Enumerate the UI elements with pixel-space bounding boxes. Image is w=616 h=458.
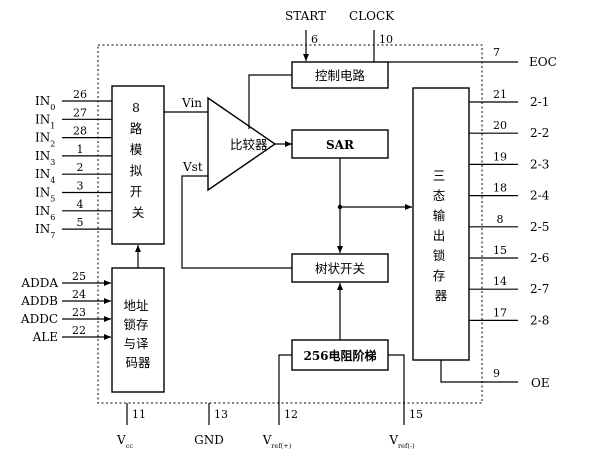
input-pin-label: IN2: [35, 131, 55, 149]
address-pin-number: 22: [72, 324, 86, 337]
vst-wire: [181, 175, 292, 269]
resistor-ladder-label: 256电阻阶梯: [303, 348, 376, 363]
input-pin-number: 2: [77, 161, 84, 174]
vref-plus-wire: [278, 354, 292, 425]
comparator-label: 比较器: [230, 137, 268, 152]
input-pin-label: IN0: [35, 94, 55, 112]
output-pin-label: 2-7: [530, 282, 549, 296]
output-pin-number: 15: [493, 244, 507, 257]
bottom-pin-number: 11: [132, 408, 146, 421]
output-pin-label: 2-2: [530, 126, 549, 140]
output-pin-number: 21: [493, 88, 507, 101]
output-pin-number: 14: [493, 275, 507, 288]
bottom-pin-label: Vref(+): [262, 433, 292, 450]
sar-block: [291, 129, 389, 159]
bottom-pin-label: Vref(-): [388, 433, 415, 450]
input-pin-label: IN4: [35, 167, 55, 185]
output-pin-number: 8: [497, 213, 504, 226]
output-pin-label: 2-6: [530, 251, 549, 265]
bottom-pin-number: 13: [214, 408, 228, 421]
analog-mux-block: [111, 85, 165, 245]
clock-pin-label: CLOCK: [349, 9, 395, 23]
input-pin-number: 27: [73, 106, 87, 119]
eoc-pin-number: 7: [493, 46, 500, 59]
tristate-output-latch-label: 三 态 输 出 锁 存 器: [433, 168, 450, 303]
input-pin-number: 28: [73, 125, 87, 138]
tristate-output-latch-block: [412, 87, 470, 361]
clock-pin-number: 10: [379, 33, 393, 46]
vst-label: Vst: [182, 160, 203, 174]
tree-switch-label: 树状开关: [315, 261, 365, 276]
control-circuit-label: 控制电路: [315, 68, 366, 83]
chip-boundary: [97, 44, 483, 404]
vin-label: Vin: [181, 96, 202, 110]
oe-pin-number: 9: [493, 367, 500, 380]
start-pin-label: START: [285, 9, 326, 23]
address-pin-label: ADDC: [20, 312, 58, 326]
output-pin-label: 2-5: [530, 220, 549, 234]
digital-output-pins: 21 2-1 20 2-2 19 2-3 18 2-4 8 2-5 15 2-6 14 2-7 17 2-8: [469, 88, 550, 327]
input-pin-number: 5: [77, 216, 84, 229]
input-pin-label: IN1: [35, 112, 55, 130]
input-pin-number: 1: [77, 143, 84, 156]
output-pin-label: 2-4: [530, 189, 550, 203]
input-pin-number: 4: [77, 198, 84, 211]
oe-pin-label: OE: [531, 376, 550, 390]
control-circuit-block: [291, 61, 389, 89]
address-pin-number: 24: [72, 288, 86, 301]
input-pin-number: 3: [77, 180, 84, 193]
address-pin-number: 25: [72, 270, 86, 283]
bottom-pin-number: 15: [409, 408, 423, 421]
bottom-pin-number: 12: [284, 408, 298, 421]
address-latch-label: 地址 锁存 与译 码器: [124, 298, 153, 370]
analog-mux-label: 8 路 模 拟 开 关: [130, 100, 147, 220]
start-pin-number: 6: [311, 33, 318, 46]
input-pin-label: IN3: [35, 149, 55, 167]
bottom-pin-label: GND: [194, 433, 224, 447]
address-pin-number: 23: [72, 306, 86, 319]
output-pin-number: 20: [493, 119, 507, 132]
input-pin-label: IN7: [35, 222, 55, 240]
output-pin-label: 2-3: [530, 157, 549, 171]
address-pin-label: ADDA: [20, 276, 58, 290]
address-pin-label: ALE: [32, 330, 58, 344]
eoc-pin-label: EOC: [529, 55, 557, 69]
output-pin-number: 19: [493, 150, 507, 163]
vref-minus-wire: [388, 354, 405, 425]
output-pin-label: 2-1: [530, 95, 549, 109]
input-pin-label: IN5: [35, 186, 55, 204]
comparator-triangle: [207, 96, 277, 192]
output-pin-number: 18: [493, 182, 507, 195]
sar-label: SAR: [326, 138, 355, 152]
output-pin-label: 2-8: [530, 313, 549, 327]
input-pin-number: 26: [73, 88, 87, 101]
tree-switch-block: [291, 253, 389, 283]
oe-pin-wire: [440, 360, 518, 383]
input-pin-label: IN6: [35, 204, 55, 222]
bottom-pin-label: Vcc: [116, 433, 133, 450]
comparator-to-control-wire: [248, 74, 292, 129]
output-pin-number: 17: [493, 306, 507, 319]
address-pin-label: ADDB: [20, 294, 58, 308]
